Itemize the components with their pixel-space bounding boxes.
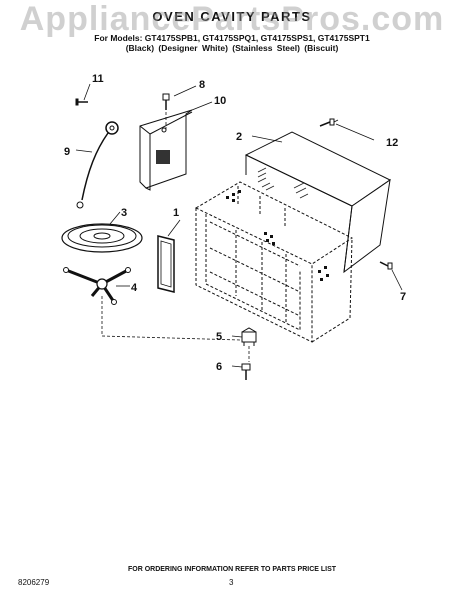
- turntable-tray: [61, 223, 143, 253]
- callout-5: 5: [216, 331, 222, 343]
- callout-11: 11: [92, 73, 104, 85]
- callout-7: 7: [400, 291, 406, 303]
- screw-6: [241, 363, 251, 380]
- ordering-note: FOR ORDERING INFORMATION REFER TO PARTS …: [127, 566, 337, 573]
- thermal-cutoff: [241, 327, 257, 346]
- screw-7: [379, 261, 393, 270]
- wire-harness: [76, 121, 119, 209]
- callout-9: 9: [64, 146, 70, 158]
- callout-8: 8: [199, 79, 205, 91]
- turntable-support: [63, 267, 131, 305]
- callout-4: 4: [131, 282, 138, 294]
- model-list: For Models: GT4175SPB1, GT4175SPQ1, GT41…: [94, 33, 370, 43]
- callout-6: 6: [216, 361, 222, 373]
- finish-list: (Black) (Designer White) (Stainless Stee…: [125, 43, 339, 53]
- waveguide-cover: [157, 235, 175, 293]
- oven-cavity: [194, 181, 354, 343]
- callout-1: 1: [173, 207, 179, 219]
- callout-3: 3: [121, 207, 127, 219]
- callout-10: 10: [214, 95, 226, 107]
- leader-lines: [75, 83, 403, 368]
- callout-2: 2: [236, 131, 242, 143]
- watermark: AppliancePartsPros.com: [19, 0, 445, 38]
- screw-12: [319, 118, 335, 127]
- cavity-vent-holes: [226, 190, 329, 281]
- screw-11: [75, 98, 88, 106]
- outer-wrapper: [244, 131, 391, 274]
- document-number: 8206279: [18, 578, 50, 587]
- callout-12: 12: [386, 137, 398, 149]
- screw-8: [162, 93, 170, 110]
- page-title: OVEN CAVITY PARTS: [152, 9, 312, 24]
- page-number: 3: [229, 578, 234, 587]
